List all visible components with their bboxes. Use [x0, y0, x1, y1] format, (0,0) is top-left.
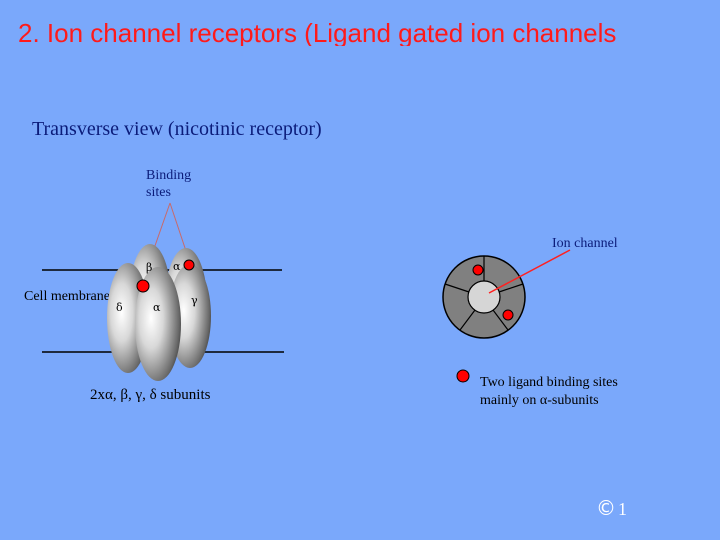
label-gamma: γ: [191, 294, 198, 307]
page-number: 1: [618, 500, 627, 518]
label-alpha-top: α: [173, 260, 181, 273]
pentamer-top-view: [443, 256, 525, 338]
top-binding-site-1: [473, 265, 483, 275]
label-alpha-front: α: [153, 301, 161, 314]
label-beta: β: [146, 261, 152, 274]
binding-site-left: [137, 280, 149, 292]
label-delta: δ: [116, 301, 123, 314]
binding-site-right: [184, 260, 194, 270]
top-binding-site-2: [503, 310, 513, 320]
ion-channel-pore: [468, 281, 500, 313]
legend-binding-site-dot: [457, 370, 469, 382]
copyright-symbol: ©: [596, 498, 616, 518]
